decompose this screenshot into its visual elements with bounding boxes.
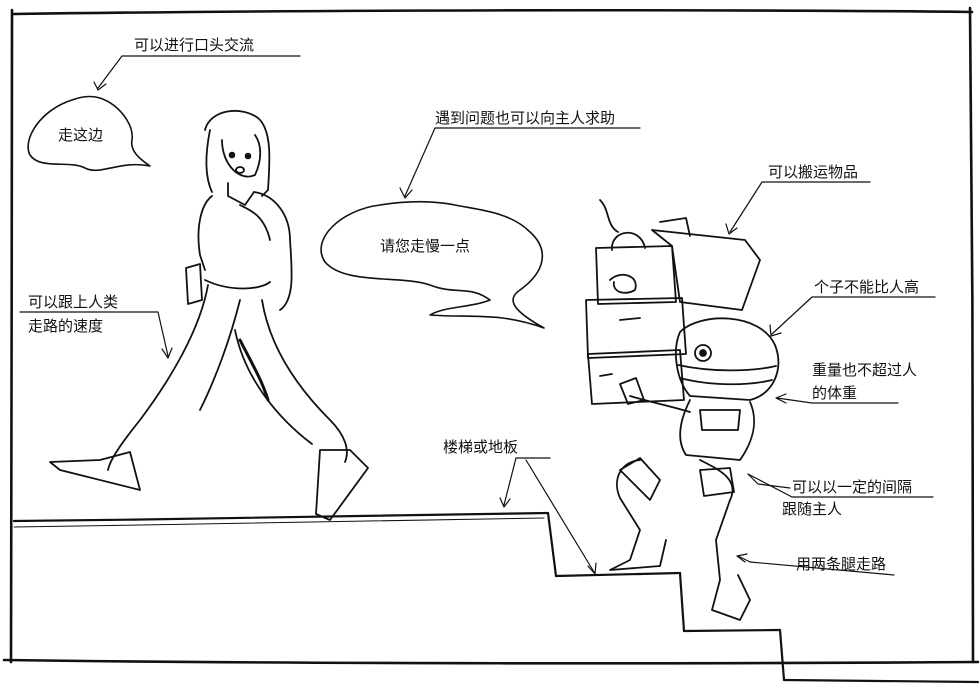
label-keep-pace-line1: 可以跟上人类: [28, 293, 119, 311]
label-verbal-communication: 可以进行口头交流: [134, 36, 255, 54]
speech-bubble-robot: [320, 200, 545, 329]
label-stairs-or-floor: 楼梯或地板: [443, 438, 519, 456]
speech-bubble-human: [27, 95, 151, 172]
label-weight-limit-line1: 重量也不超过人: [812, 361, 918, 379]
annotation-lines: [19, 55, 936, 576]
label-follow-line1: 可以以一定的间隔: [792, 478, 913, 496]
frame: [2, 6, 980, 665]
human-figure: [49, 109, 369, 521]
speech-text-human: 走这边: [58, 126, 104, 144]
label-carry-items: 可以搬运物品: [768, 163, 859, 181]
speech-text-robot: 请您走慢一点: [380, 237, 471, 255]
robot-figure: [609, 317, 780, 621]
label-follow-line2: 跟随主人: [782, 500, 843, 518]
label-ask-for-help: 遇到问题也可以向主人求助: [435, 109, 616, 127]
carried-boxes: [585, 199, 761, 405]
label-bipedal-walking: 用两条腿走路: [796, 555, 887, 573]
label-keep-pace-line2: 走路的速度: [28, 317, 104, 335]
staircase: [12, 511, 980, 684]
label-weight-limit-line2: 的体重: [812, 384, 858, 402]
label-height-limit: 个子不能比人高: [814, 278, 920, 296]
